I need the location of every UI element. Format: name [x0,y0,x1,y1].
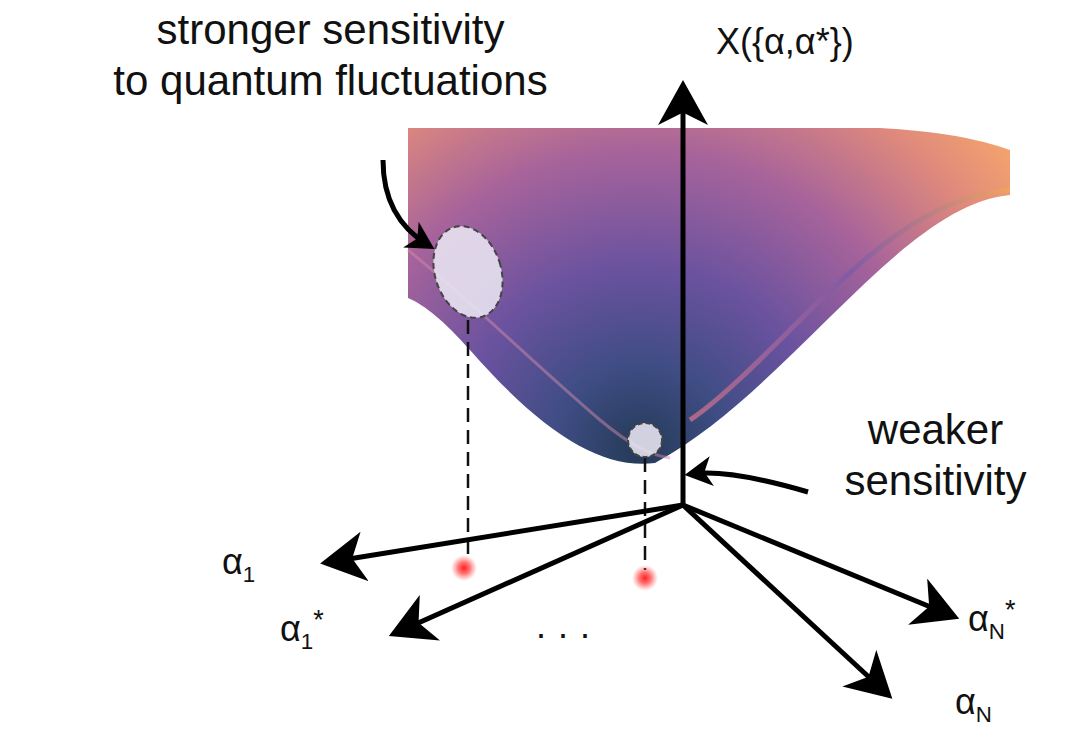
axis-label: X({α,α*}) [716,20,854,64]
callout-text: weaker sensitivity [841,404,1030,506]
wrap-spacer [841,404,862,455]
text-block: weaker sensitivity [841,404,1030,506]
ellipsis: · · · [535,612,591,656]
axis-label: α1* [280,604,324,655]
axis-label: αN* [968,594,1015,645]
callout-text: stronger sensitivity to quantum fluctuat… [110,4,551,106]
wrap-spacer [110,4,151,55]
wrap-spacer [510,4,551,55]
axis-label: α1 [222,540,255,588]
text-block: stronger sensitivity to quantum fluctuat… [110,4,551,106]
wrap-spacer [1009,404,1030,455]
axis-label: αN [955,680,992,728]
